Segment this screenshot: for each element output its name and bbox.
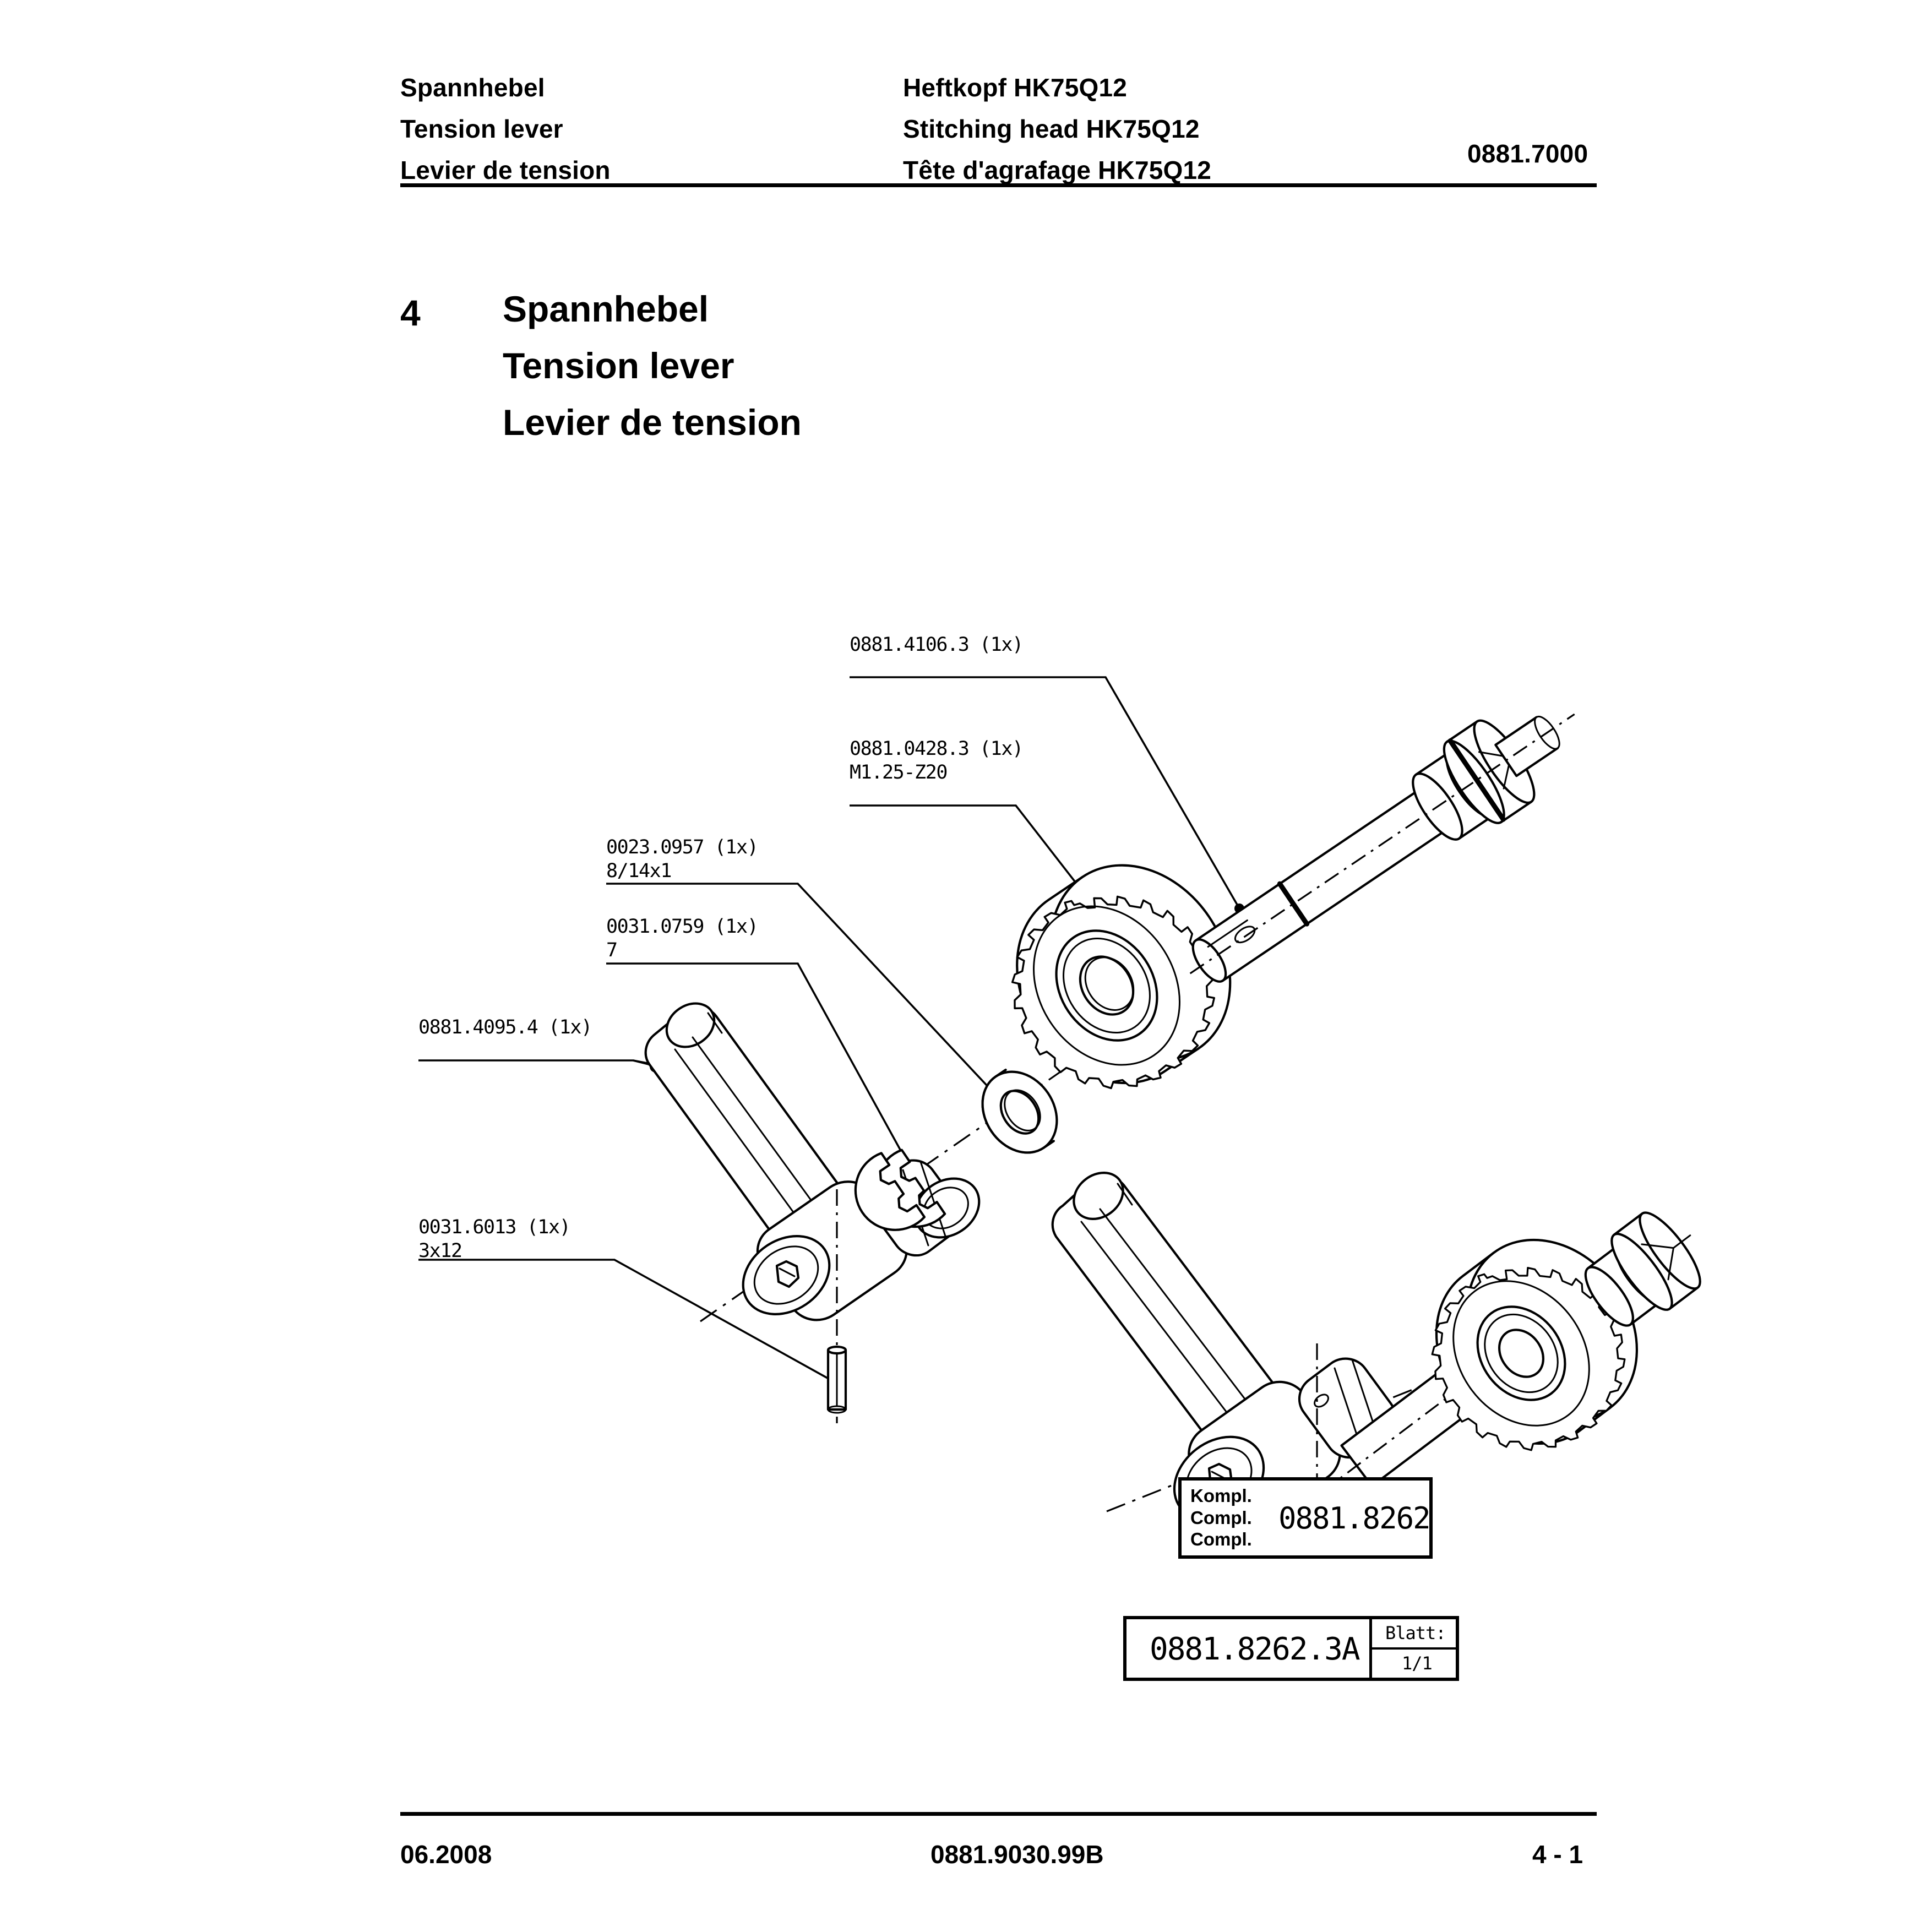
callout-0031-6013: 0031.6013 (1x) 3x12 (418, 1216, 571, 1262)
drive-shaft (1189, 713, 1575, 983)
complete-assembly-box: Kompl. Compl. Compl. 0881.8262 (1178, 1477, 1433, 1559)
section-title-en: Tension lever (503, 345, 734, 386)
header-machine-de: Heftkopf HK75Q12 (903, 73, 1128, 102)
callout-0031-0759: 0031.0759 (1x) 7 (606, 916, 759, 961)
section-title-block: Spannhebel Tension lever Levier de tensi… (503, 291, 802, 440)
complete-assembly-labels: Kompl. Compl. Compl. (1190, 1485, 1252, 1550)
footer-rule (400, 1812, 1597, 1816)
callout-0881-4095-4: 0881.4095.4 (1x) (418, 1016, 592, 1038)
washer (981, 1068, 1058, 1154)
section-title-fr: Levier de tension (503, 402, 802, 443)
leader-0031-6013 (418, 1259, 833, 1382)
spur-gear (1011, 864, 1232, 1090)
header-machine-fr: Tête d'agrafage HK75Q12 (903, 156, 1212, 184)
header-catalog-number: 0881.7000 (1467, 139, 1588, 168)
assembled-gear (1431, 1238, 1639, 1451)
callout-0881-4106-3: 0881.4106.3 (1x) (850, 634, 1024, 656)
footer-document-number: 0881.9030.99B (930, 1840, 1104, 1869)
tension-lever-arm (644, 1002, 981, 1321)
complete-assembly-number: 0881.8262 (1278, 1501, 1431, 1536)
section-title-de: Spannhebel (503, 289, 709, 329)
leader-0881-0428-3 (850, 804, 1101, 915)
assembled-shaft (1321, 1269, 1617, 1493)
kompl-label-en: Compl. (1190, 1507, 1252, 1528)
dowel-pin (826, 1345, 847, 1414)
header-machine-en: Stitching head HK75Q12 (903, 115, 1200, 143)
leader-0881-4095-4 (418, 1059, 659, 1068)
leader-0881-4106-3 (850, 676, 1240, 909)
assembly-centerline (700, 808, 1443, 1323)
header-column-part-name: Spannhebel Tension lever Levier de tensi… (400, 75, 611, 183)
sheet-value: 1/1 (1402, 1653, 1433, 1674)
drawing-number: 0881.8262.3A (1150, 1631, 1360, 1667)
section-number: 4 (400, 292, 421, 333)
callout-0881-0428-3: 0881.0428.3 (1x) M1.25-Z20 (850, 738, 1024, 783)
e-clip-retaining-ring (854, 1149, 946, 1231)
header-column-machine: Heftkopf HK75Q12 Stitching head HK75Q12 … (903, 75, 1211, 183)
kompl-label-de: Kompl. (1190, 1485, 1252, 1506)
footer-page-number: 4 - 1 (1532, 1840, 1583, 1869)
footer-date: 06.2008 (400, 1840, 492, 1869)
sheet-label: Blatt: (1385, 1623, 1446, 1643)
callout-0023-0957: 0023.0957 (1x) 8/14x1 (606, 836, 759, 882)
header-part-name-de: Spannhebel (400, 73, 545, 102)
header-part-name-fr: Levier de tension (400, 156, 611, 184)
drawing-box-divider-horizontal (1369, 1647, 1459, 1650)
kompl-label-fr: Compl. (1190, 1529, 1252, 1550)
header-rule (400, 183, 1597, 187)
leader-0031-0759 (606, 962, 911, 1167)
drawing-number-box: 0881.8262.3A Blatt: 1/1 (1123, 1616, 1459, 1681)
assembled-collar (1584, 1211, 1701, 1327)
header-part-name-en: Tension lever (400, 115, 563, 143)
